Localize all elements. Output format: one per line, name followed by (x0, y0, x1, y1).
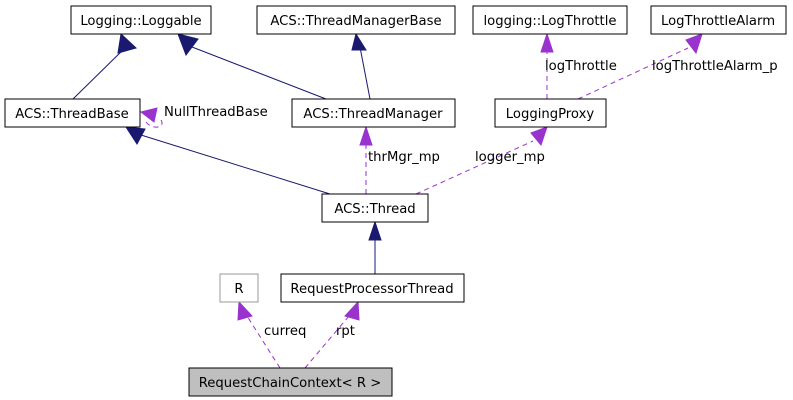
node-r-template-param[interactable]: R (219, 273, 259, 303)
node-label-acs-threadmanagerbase: ACS::ThreadManagerBase (270, 14, 441, 29)
edge-label-curreq: curreq (264, 324, 306, 339)
edge-label-logger-mp: logger_mp (475, 150, 545, 165)
edge-labels: NullThreadBase thrMgr_mp logger_mp logTh… (164, 59, 778, 339)
node-acs-thread[interactable]: ACS::Thread (321, 193, 429, 223)
edge-proxy-uses-ltalarm (577, 33, 703, 100)
node-requestprocessorthread[interactable]: RequestProcessorThread (280, 273, 465, 303)
node-acs-threadmanager[interactable]: ACS::ThreadManager (291, 98, 456, 128)
edge-thread-uses-threadmgr (359, 125, 373, 194)
node-requestchaincontext[interactable]: RequestChainContext< R > (188, 367, 393, 397)
node-acs-threadmanagerbase[interactable]: ACS::ThreadManagerBase (256, 5, 456, 35)
node-acs-threadbase[interactable]: ACS::ThreadBase (4, 98, 141, 128)
node-label-acs-threadbase: ACS::ThreadBase (15, 107, 128, 122)
edge-thread-uses-loggingproxy (415, 126, 548, 195)
usage-edges (139, 32, 703, 369)
inheritance-edges (72, 32, 382, 274)
node-label-requestchaincontext: RequestChainContext< R > (199, 376, 382, 391)
edge-label-thrmgr-mp: thrMgr_mp (368, 150, 440, 165)
node-loggingproxy[interactable]: LoggingProxy (494, 98, 607, 128)
node-logging-loggable[interactable]: Logging::Loggable (70, 5, 212, 35)
node-label-loggingproxy: LoggingProxy (506, 107, 595, 122)
node-label-requestprocessorthread: RequestProcessorThread (290, 282, 453, 297)
edge-rcc-uses-rpthread (304, 300, 360, 369)
node-label-r-template-param: R (234, 282, 243, 297)
edge-label-logthrottlealarm-p: logThrottleAlarm_p (652, 59, 778, 74)
node-label-acs-threadmanager: ACS::ThreadManager (303, 107, 443, 122)
node-label-logging-loggable: Logging::Loggable (80, 14, 201, 29)
edge-label-rpt: rpt (336, 324, 355, 339)
edge-label-logthrottle: logThrottle (545, 59, 617, 74)
edge-rcc-uses-r (237, 300, 281, 369)
nodes: Logging::Loggable ACS::ThreadManagerBase… (4, 5, 787, 397)
node-logthrottlealarm[interactable]: LogThrottleAlarm (650, 5, 787, 35)
edge-rpthread-to-thread (368, 220, 382, 274)
edge-threadmgr-to-tmbase (351, 32, 371, 100)
edge-nullthreadbase-usage (139, 107, 163, 128)
node-label-logthrottlealarm: LogThrottleAlarm (661, 14, 775, 29)
node-logging-logthrottle[interactable]: logging::LogThrottle (472, 5, 628, 35)
edge-proxy-uses-logthrottle (540, 32, 554, 99)
edge-threadmgr-to-loggable (177, 33, 327, 100)
edge-label-nullthreadbase: NullThreadBase (164, 105, 268, 120)
edge-threadbase-to-loggable (72, 32, 137, 100)
node-label-logging-logthrottle: logging::LogThrottle (483, 14, 616, 29)
edge-thread-to-threadbase (125, 126, 331, 195)
node-label-acs-thread: ACS::Thread (334, 202, 415, 217)
